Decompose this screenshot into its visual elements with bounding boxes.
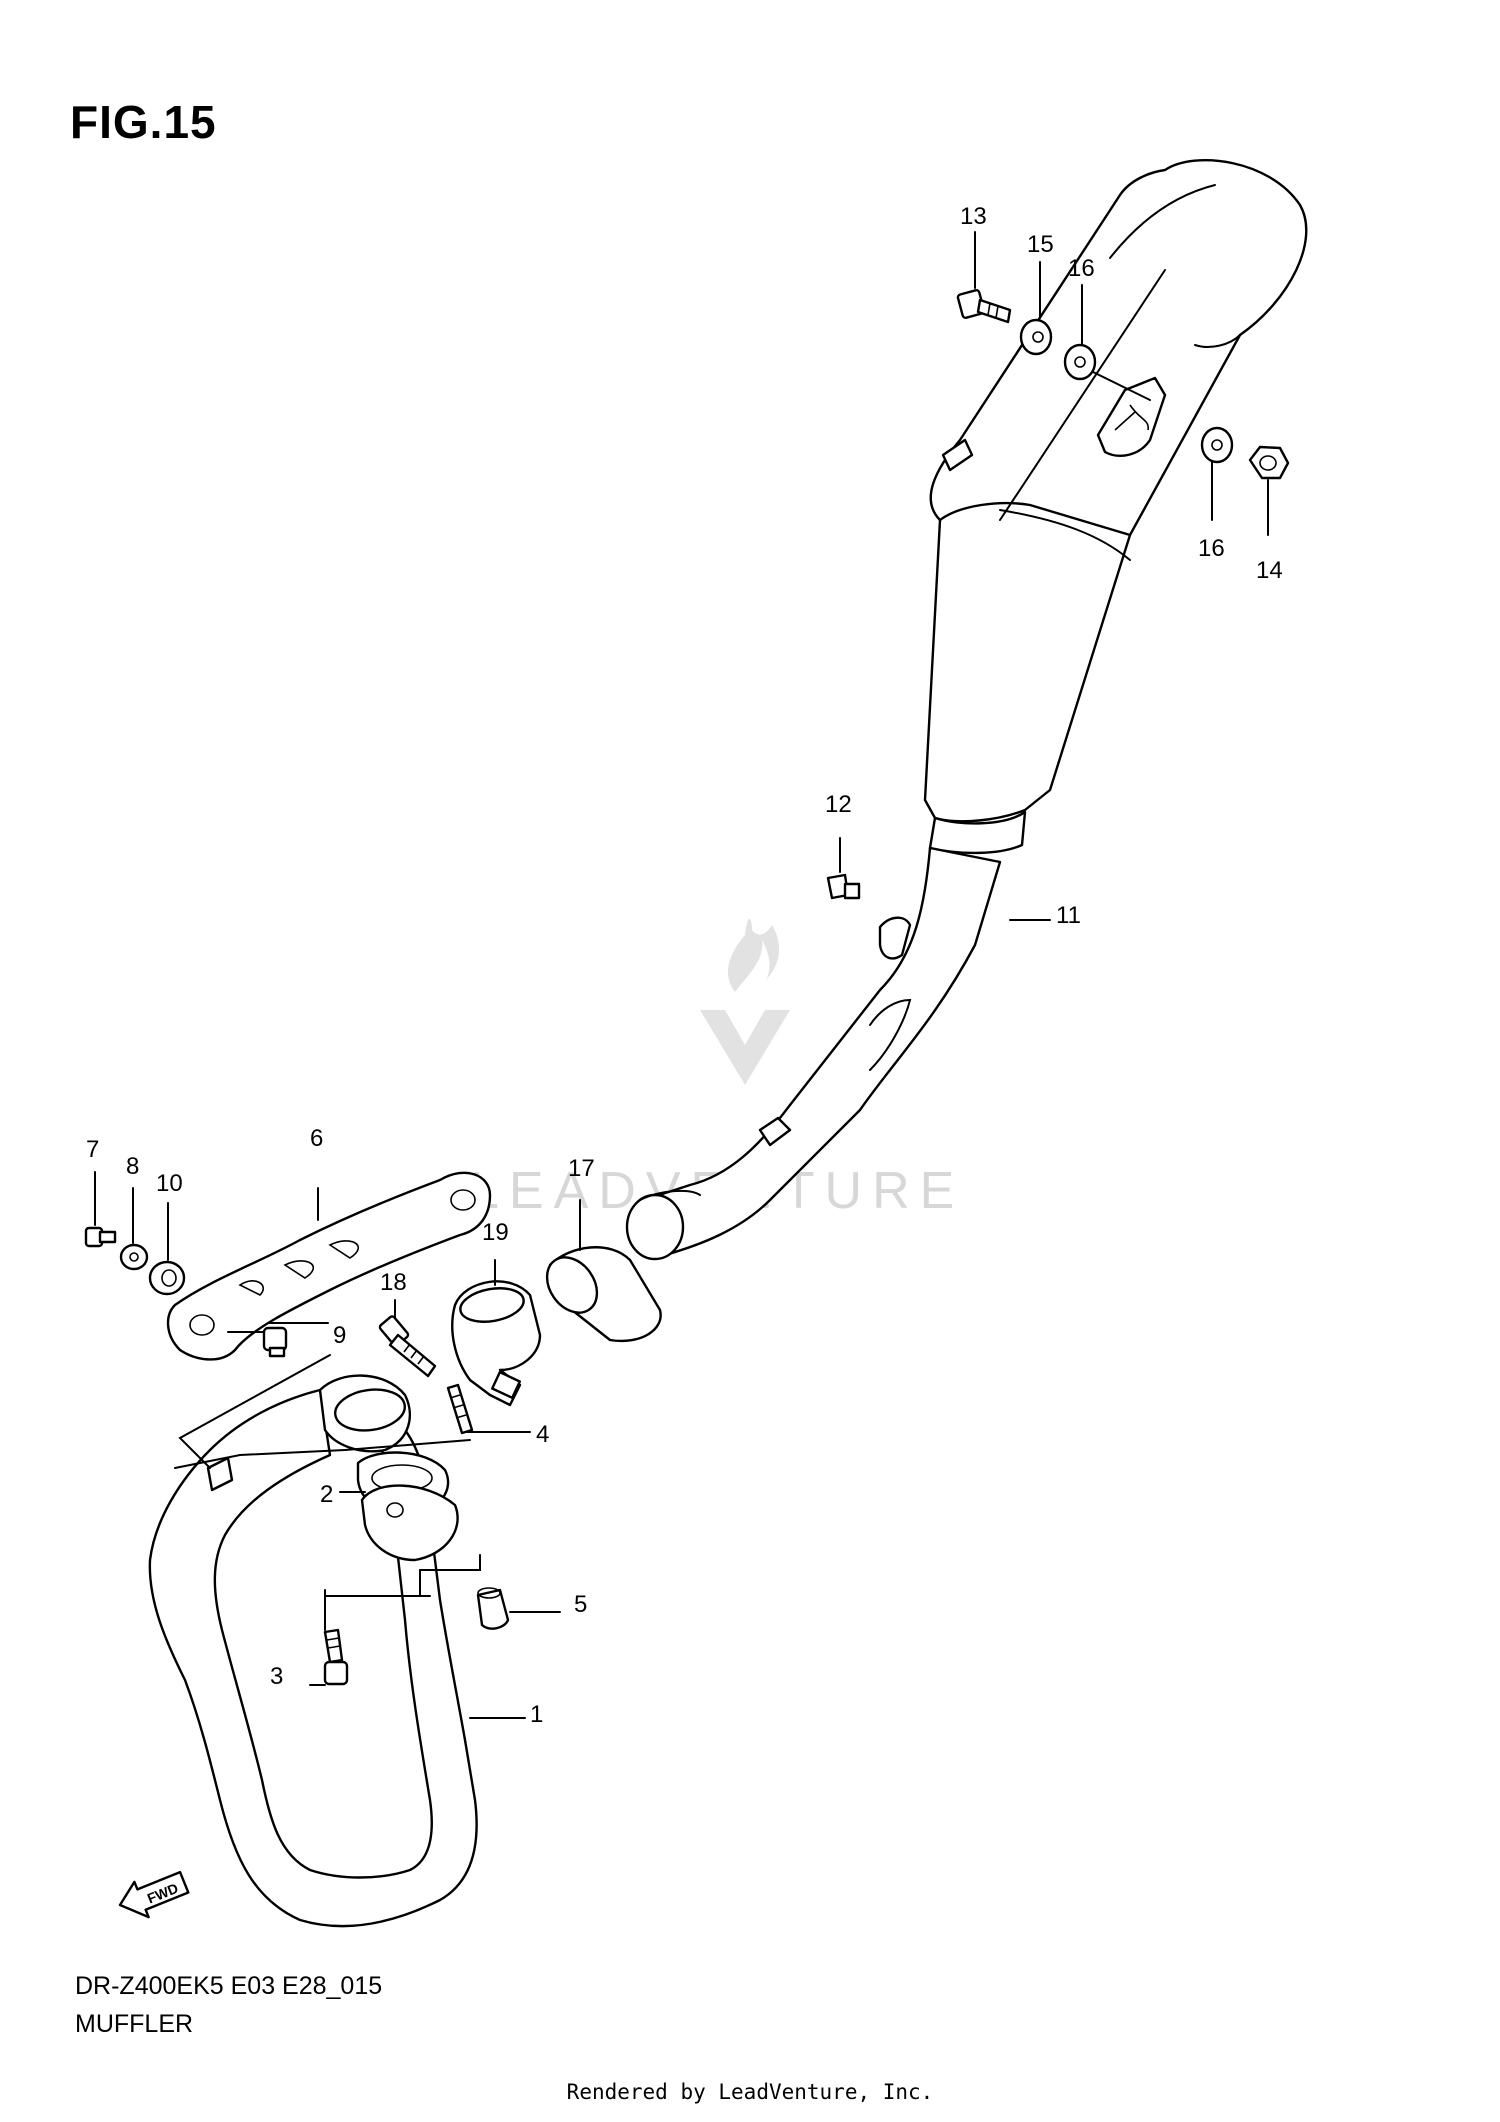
callout-3: 3	[270, 1663, 283, 1690]
callout-10: 10	[156, 1170, 183, 1197]
footer-credit: Rendered by LeadVenture, Inc.	[566, 2080, 934, 2104]
callout-6: 6	[310, 1125, 323, 1152]
callout-9: 9	[333, 1322, 346, 1349]
nut-part-14	[1248, 445, 1290, 480]
leader-lines	[94, 231, 1269, 1719]
collar-part-10	[148, 1260, 186, 1296]
callout-11: 11	[1056, 902, 1081, 929]
callout-4: 4	[536, 1421, 549, 1448]
callout-13: 13	[960, 203, 987, 230]
callout-7: 7	[86, 1136, 99, 1163]
callout-1: 1	[530, 1701, 543, 1728]
callout-14: 14	[1256, 557, 1283, 584]
callout-8: 8	[126, 1153, 139, 1180]
bolt-part-9	[262, 1326, 288, 1358]
stud-part-4	[446, 1383, 474, 1435]
callout-16-upper: 16	[1068, 255, 1095, 282]
clamp-part-19	[451, 1280, 542, 1407]
nut-part-5	[476, 1587, 510, 1630]
callout-labels: 1 2 3 4 5 6 7 8 10 9 11 12 13 14 15 16 1…	[86, 203, 1283, 1728]
bolt-part-12	[826, 873, 861, 900]
sleeve-part-17	[545, 1246, 662, 1343]
bolt-part-7	[84, 1226, 117, 1248]
fwd-arrow-icon: FWD	[118, 1870, 190, 1919]
figure-title: FIG.15	[70, 96, 217, 148]
bolt-part-18	[378, 1315, 437, 1378]
callout-17: 17	[568, 1155, 595, 1182]
callout-19: 19	[482, 1219, 509, 1246]
washer-part-15	[1019, 318, 1053, 356]
washer-part-8	[119, 1243, 149, 1271]
bolt-part-3	[323, 1628, 349, 1686]
washer-part-16-upper	[1063, 343, 1097, 381]
callout-2: 2	[320, 1481, 333, 1508]
muffler-assembly	[625, 159, 1308, 1261]
exhaust-pipe-part-1	[148, 1374, 478, 1928]
callout-5: 5	[574, 1591, 587, 1618]
callout-12: 12	[825, 791, 852, 818]
callout-16-lower: 16	[1198, 535, 1225, 562]
figure-caption: MUFFLER	[75, 2010, 194, 2038]
model-code: DR-Z400EK5 E03 E28_015	[75, 1972, 383, 2000]
bracket-part-6	[166, 1171, 492, 1361]
bolt-part-13	[956, 289, 1012, 324]
callout-18: 18	[380, 1269, 407, 1296]
washer-part-16-lower	[1200, 426, 1234, 464]
callout-15: 15	[1027, 231, 1054, 258]
